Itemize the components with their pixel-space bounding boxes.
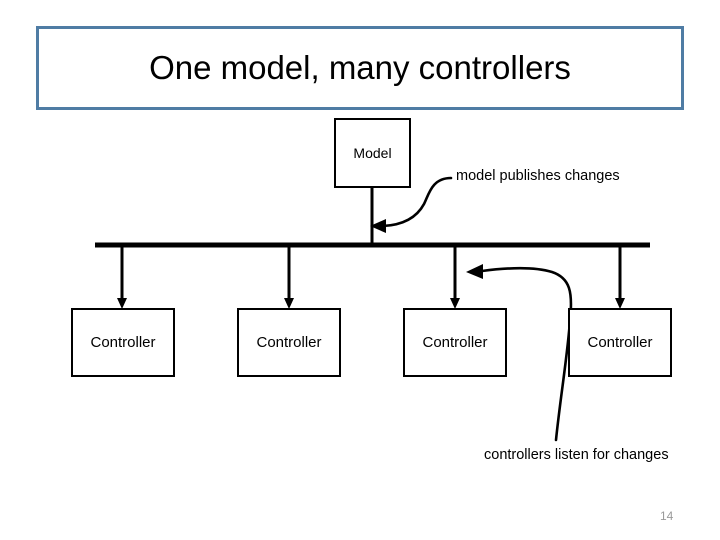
controller-node-2[interactable]: Controller xyxy=(237,308,341,377)
bus-drop-3 xyxy=(450,245,460,309)
controller-node-4[interactable]: Controller xyxy=(568,308,672,377)
annotation-model-publishes: model publishes changes xyxy=(456,168,620,184)
slide-page-number: 14 xyxy=(660,509,674,523)
controller-node-label: Controller xyxy=(256,334,322,351)
bus-drop-2 xyxy=(284,245,294,309)
controller-node-label: Controller xyxy=(422,334,488,351)
model-node[interactable]: Model xyxy=(334,118,411,188)
controller-node-3[interactable]: Controller xyxy=(403,308,507,377)
model-node-label: Model xyxy=(353,145,392,161)
controller-node-1[interactable]: Controller xyxy=(71,308,175,377)
page-title: One model, many controllers xyxy=(149,48,571,86)
bus-drop-4 xyxy=(615,245,625,309)
slide-title-box: One model, many controllers xyxy=(36,26,684,110)
annotation-controllers-listen: controllers listen for changes xyxy=(484,447,669,463)
controller-node-label: Controller xyxy=(587,334,653,351)
bus-drop-1 xyxy=(117,245,127,309)
controller-node-label: Controller xyxy=(90,334,156,351)
